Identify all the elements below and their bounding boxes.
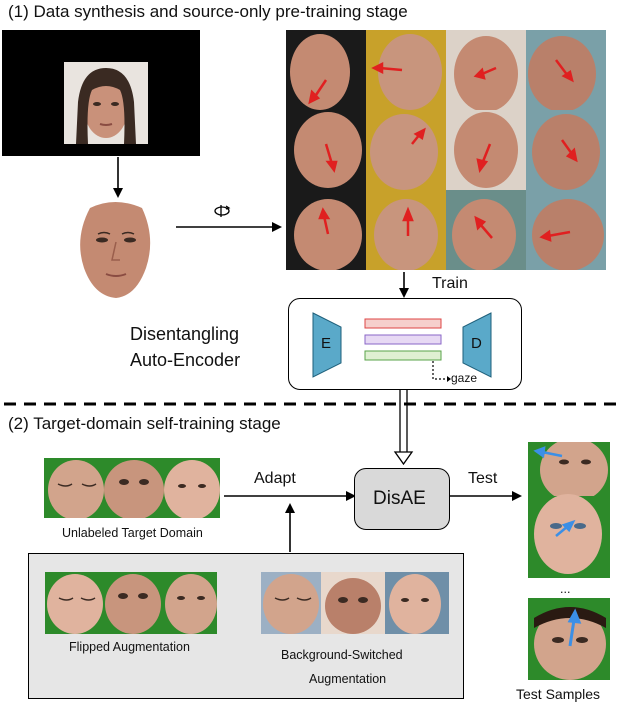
flipped-strip (45, 572, 217, 634)
decoder-label: D (471, 335, 482, 352)
autoencoder-box: E D gaze (288, 298, 522, 390)
augmentation-panel: Flipped Augmentation Background-Switched… (28, 553, 464, 699)
encoder-label: E (321, 335, 332, 352)
unlabeled-target-strip (44, 458, 220, 518)
test-label: Test (468, 470, 498, 487)
bg-caption-line2: Augmentation (309, 672, 387, 686)
stage1-title: (1) Data synthesis and source-only pre-t… (8, 2, 408, 21)
unlabeled-caption: Unlabeled Target Domain (62, 526, 203, 540)
disae-label: DisAE (373, 488, 426, 509)
test-samples-caption: Test Samples (516, 686, 601, 702)
ellipsis: ... (560, 582, 571, 596)
source-face (64, 62, 148, 144)
model-label-line2: Auto-Encoder (130, 350, 241, 370)
disae-box: DisAE (354, 468, 450, 530)
test-samples-column (528, 442, 610, 578)
rotate-icon (212, 204, 232, 218)
test-sample-last (528, 598, 610, 680)
stage2-title: (2) Target-domain self-training stage (8, 414, 281, 433)
model-label-line1: Disentangling (130, 324, 240, 344)
synthesized-face-grid (286, 30, 606, 270)
bg-caption-line1: Background-Switched (281, 648, 403, 662)
train-label: Train (432, 275, 468, 292)
flipped-caption: Flipped Augmentation (69, 640, 190, 654)
source-image (2, 30, 200, 156)
gaze-label: gaze (451, 371, 478, 385)
reconstructed-3d-face (72, 198, 158, 300)
adapt-label: Adapt (254, 470, 296, 487)
background-switched-strip (261, 572, 449, 634)
